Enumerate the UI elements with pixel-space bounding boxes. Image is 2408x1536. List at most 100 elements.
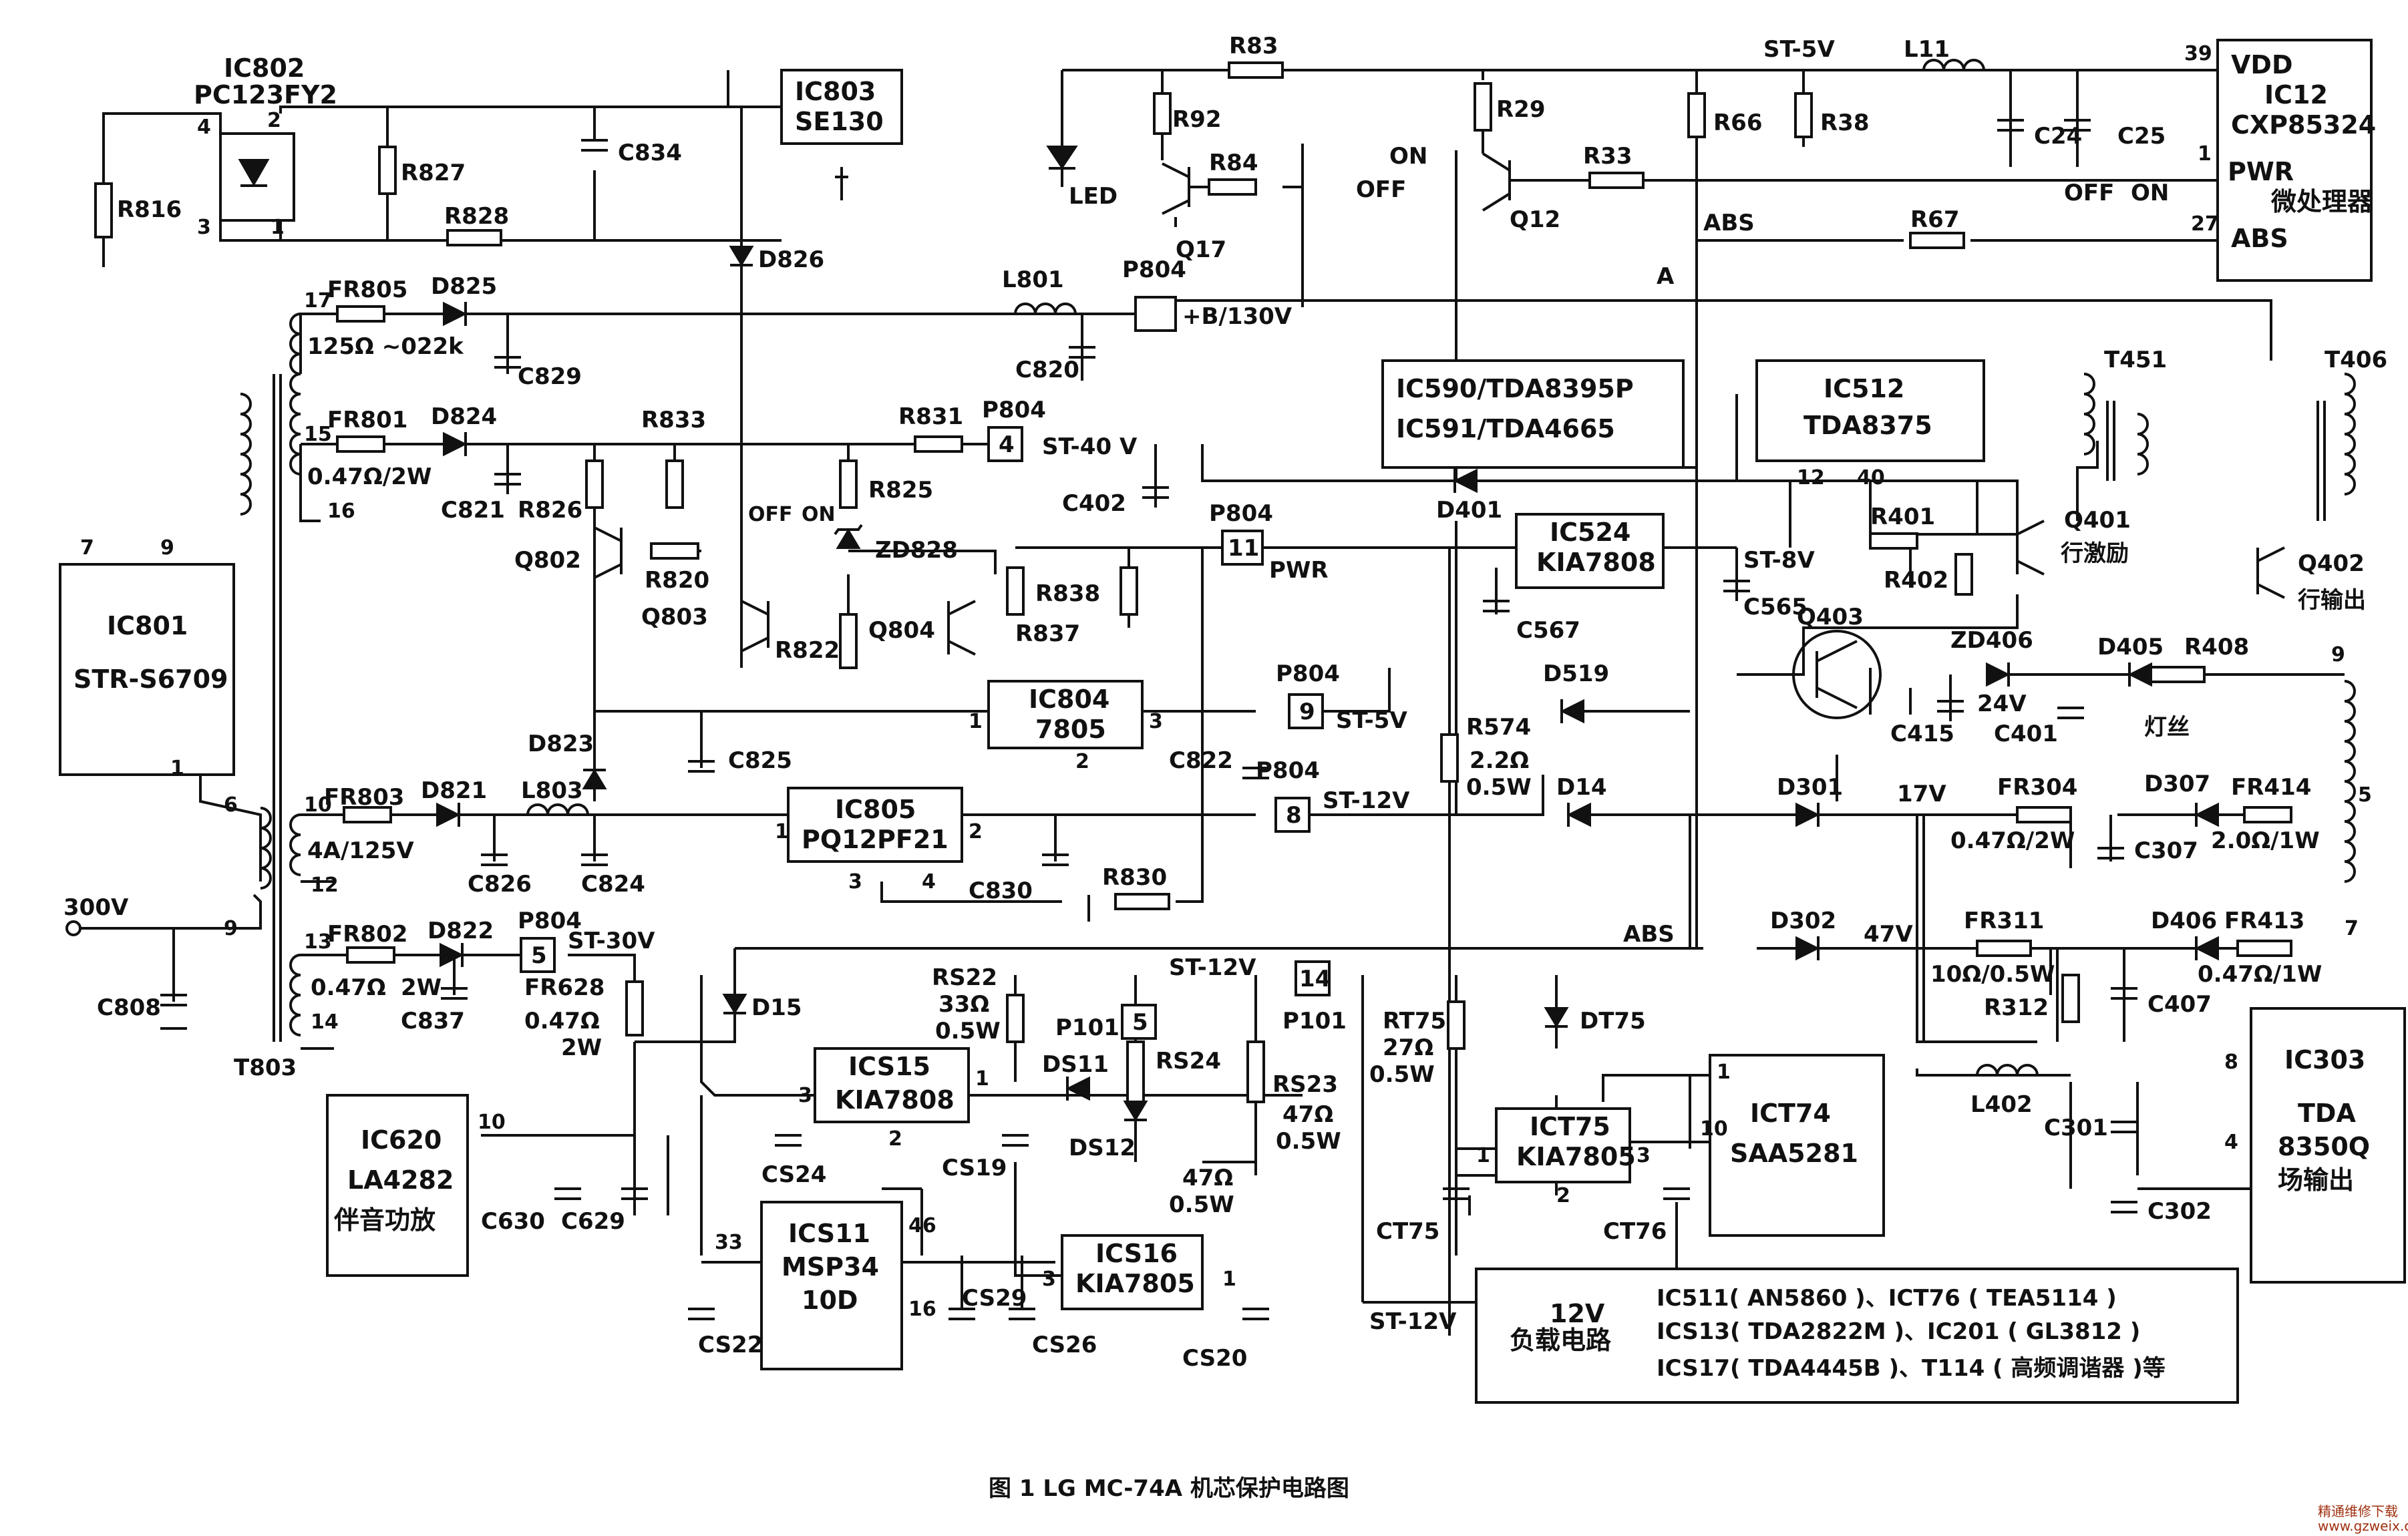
- lbl-c565: C565: [1743, 594, 1808, 620]
- resistor-r838: [1006, 566, 1025, 616]
- cap-c25: [2064, 119, 2091, 132]
- switch-off-ic12: OFF: [2064, 180, 2114, 206]
- resistor-r822: [839, 613, 858, 669]
- lbl-ds11: DS11: [1042, 1051, 1109, 1078]
- lbl-r833: R833: [641, 407, 706, 433]
- lbl-fr802-val: 0.47Ω: [311, 974, 386, 1001]
- ic802-ref: IC802: [224, 53, 305, 83]
- lbl-c415: C415: [1890, 721, 1954, 747]
- lbl-d821: D821: [421, 777, 487, 804]
- lbl-c401: C401: [1994, 721, 2058, 747]
- load-title1: 12V: [1550, 1299, 1605, 1328]
- box-ics11: [760, 1201, 903, 1370]
- load-title2: 负载电路: [1510, 1326, 1612, 1355]
- optocoupler-ic802: [219, 132, 295, 222]
- rail-47v: 47V: [1864, 921, 1913, 948]
- transistor-q401: [2016, 520, 2045, 576]
- lbl-d824: D824: [431, 403, 497, 430]
- box-ics15: [814, 1047, 970, 1123]
- pin-ic801-1: 1: [170, 757, 184, 780]
- diode-d821: [436, 802, 461, 827]
- terminal-300v: [65, 920, 81, 936]
- load-line2: ICS13( TDA2822M )、IC201 ( GL3812 ): [1657, 1318, 2140, 1345]
- cap-cs20: [1242, 1308, 1269, 1320]
- cap-c565: [1723, 580, 1750, 592]
- resistor-fr802: [346, 946, 395, 964]
- lbl-rt75-w: 0.5W: [1369, 1061, 1435, 1088]
- pin-ic620-10: 10: [478, 1111, 506, 1134]
- pin-ic804-3: 3: [1149, 710, 1163, 733]
- lbl-rs22-w: 0.5W: [935, 1018, 1001, 1044]
- pin-t406-9: 9: [2331, 643, 2345, 666]
- resistor-r33: [1588, 172, 1645, 189]
- lbl-fr414: FR414: [2231, 774, 2311, 801]
- conn-p804-12v: P804: [1256, 757, 1320, 784]
- resistor-r92: [1153, 92, 1172, 135]
- inductor-l11: [1922, 59, 1985, 71]
- cap-cs24: [775, 1134, 802, 1147]
- ic12-pwr: PWR: [2228, 157, 2294, 186]
- resistor-rs24: [1126, 1040, 1145, 1103]
- box-ics16: [1061, 1234, 1204, 1310]
- load-line3: ICS17( TDA4445B )、T114 ( 高频调谐器 )等: [1657, 1355, 2166, 1382]
- diode-d519: [1560, 699, 1584, 724]
- pin-ic12-39: 39: [2184, 42, 2212, 65]
- pin-ic303-8: 8: [2224, 1050, 2238, 1074]
- lbl-d823: D823: [528, 731, 594, 757]
- cap-cs29: [949, 1308, 975, 1320]
- cap-ct75: [1443, 1187, 1470, 1200]
- ic512-part: TDA8375: [1803, 411, 1932, 440]
- cap-c825: [688, 760, 715, 773]
- lbl-l801: L801: [1002, 266, 1064, 293]
- resistor-fr311: [1976, 940, 2032, 957]
- lbl-d825: D825: [431, 273, 497, 300]
- lbl-cs29: CS29: [962, 1285, 1027, 1312]
- load-line1: IC511( AN5860 )、ICT76 ( TEA5114 ): [1657, 1285, 2117, 1312]
- pin-t803-6: 6: [224, 793, 238, 817]
- diode-d307: [2194, 802, 2219, 827]
- ic524-part: KIA7808: [1536, 548, 1656, 577]
- transistor-q17: [1162, 162, 1190, 215]
- resistor-r830: [1114, 893, 1170, 910]
- ic-boxes: [59, 39, 2406, 1404]
- conn-pin5b: 5: [1132, 1009, 1148, 1036]
- cap-c415: [1937, 700, 1964, 713]
- resistor-fr304: [2016, 806, 2072, 823]
- cap-c822: [1242, 767, 1269, 779]
- pin-t406-7: 7: [2345, 917, 2359, 940]
- resistor-r828: [446, 229, 502, 246]
- rail-abs: ABS: [1703, 210, 1755, 236]
- resistor-r84: [1208, 178, 1257, 196]
- resistor-r66: [1687, 92, 1706, 138]
- pin-t406-5: 5: [2358, 783, 2372, 807]
- resistor-r38: [1794, 92, 1813, 138]
- diode-d405: [2127, 662, 2152, 687]
- ic620-desc: 伴音功放: [333, 1205, 436, 1235]
- pin-t803-16: 16: [327, 500, 355, 523]
- rail-pwr: PWR: [1269, 557, 1329, 584]
- lbl-led: LED: [1069, 183, 1117, 210]
- lbl-fr628-w: 2W: [561, 1034, 602, 1061]
- resistor-r826: [585, 459, 604, 509]
- box-ic805: [787, 787, 963, 863]
- transistor-q402: [2256, 546, 2285, 599]
- ic303-part2: 8350Q: [2278, 1132, 2370, 1161]
- ic303-ref: IC303: [2284, 1045, 2365, 1075]
- ic804-ref: IC804: [1029, 685, 1109, 714]
- pin-ict75-2: 2: [1556, 1184, 1570, 1207]
- lbl-d301: D301: [1777, 774, 1843, 801]
- lbl-d307: D307: [2144, 771, 2210, 797]
- cap-c820: [1069, 346, 1095, 359]
- transistor-q12: [1482, 152, 1511, 212]
- ic303-desc: 场输出: [2278, 1165, 2354, 1195]
- lbl-fr802: FR802: [327, 921, 407, 948]
- pin-ics15-2: 2: [888, 1127, 902, 1151]
- lbl-fr801-val: 0.47Ω/2W: [307, 463, 432, 490]
- cap-c402: [1142, 486, 1169, 499]
- pin-ic12-27: 27: [2191, 212, 2219, 236]
- rail-st40: ST-40 V: [1042, 433, 1138, 460]
- ict74-part: SAA5281: [1730, 1139, 1858, 1168]
- diode-d401: [1453, 468, 1478, 494]
- component-symbols: [65, 59, 2356, 1320]
- inductor-l801: [1014, 303, 1077, 315]
